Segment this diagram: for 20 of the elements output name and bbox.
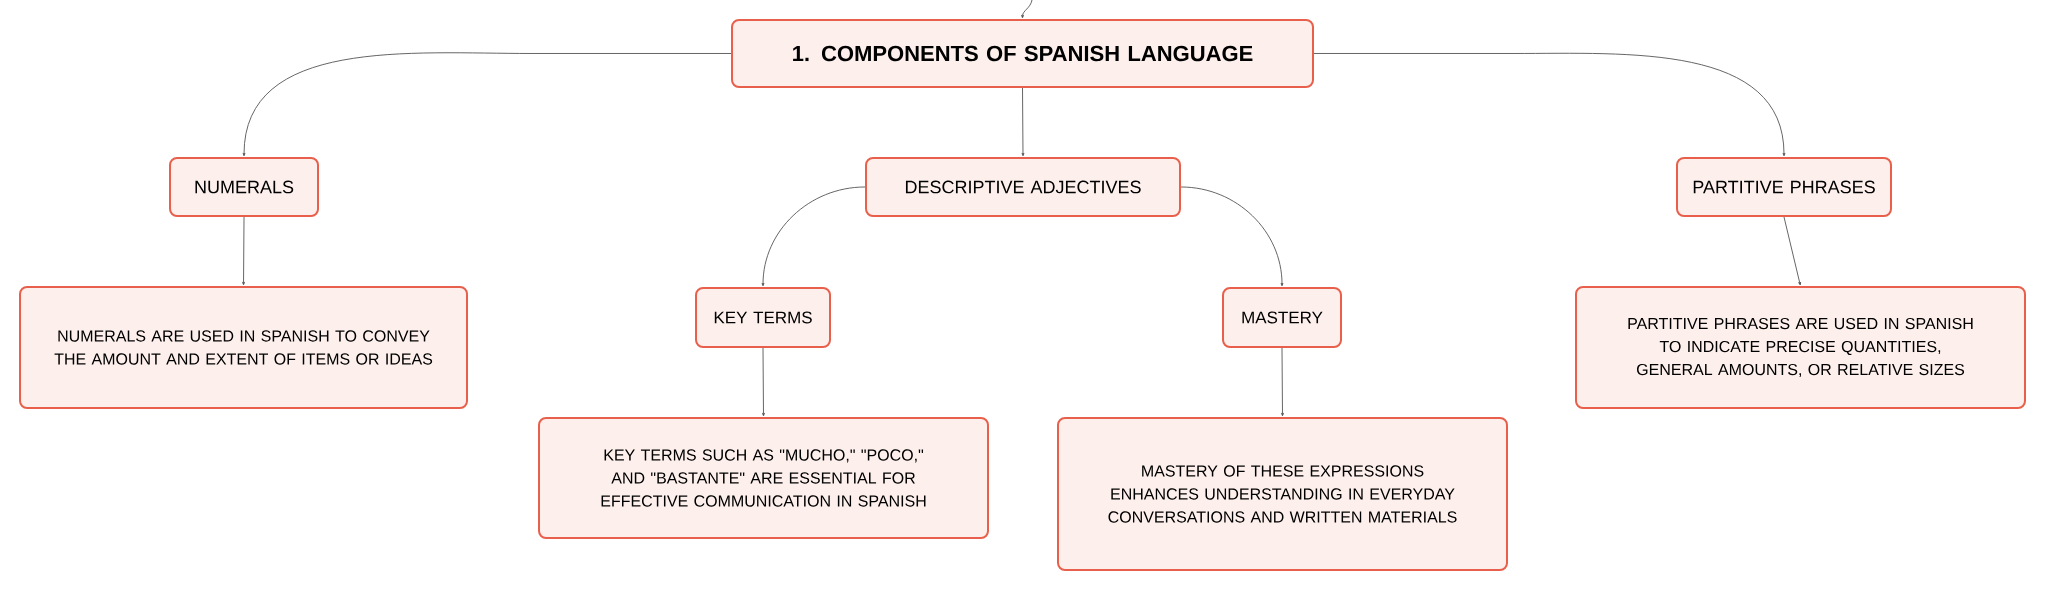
description-box: NUMERALS ARE USED IN SPANISH TO CONVEY THE AMOUNT AND EXTENT OF ITEMS OR IDEAS [19, 286, 468, 409]
subtopic-box: MASTERY [1222, 287, 1342, 348]
subtopic-box: KEY TERMS [695, 287, 831, 348]
connector [1021, 0, 1033, 19]
connector [1180, 186, 1284, 287]
description-box: MASTERY OF THESE EXPRESSIONS ENHANCES UNDERSTANDING IN EVERYDAY CONVERSATIONS AND WRITTEN MATERIALS [1057, 417, 1508, 571]
description-box: KEY TERMS SUCH AS "MUCHO," "POCO," AND "BASTANTE" ARE ESSENTIAL FOR EFFECTIVE COMMUNICATION IN SPANISH [538, 417, 989, 539]
connector [242, 216, 245, 286]
connector [1021, 87, 1025, 157]
connector [1281, 347, 1284, 417]
connector [761, 186, 866, 287]
topic-box: 1. COMPONENTS OF SPANISH LANGUAGE [731, 19, 1314, 88]
connector [242, 52, 732, 157]
connector [762, 347, 765, 417]
subtopic-box: PARTITIVE PHRASES [1676, 157, 1892, 217]
description-box: PARTITIVE PHRASES ARE USED IN SPANISH TO INDICATE PRECISE QUANTITIES, GENERAL AMOUNTS, OR RELATIVE SIZES [1575, 286, 2026, 409]
subtopic-box: NUMERALS [169, 157, 319, 217]
connector [1313, 52, 1786, 157]
connector [1783, 216, 1802, 286]
subtopic-box: DESCRIPTIVE ADJECTIVES [865, 157, 1181, 217]
